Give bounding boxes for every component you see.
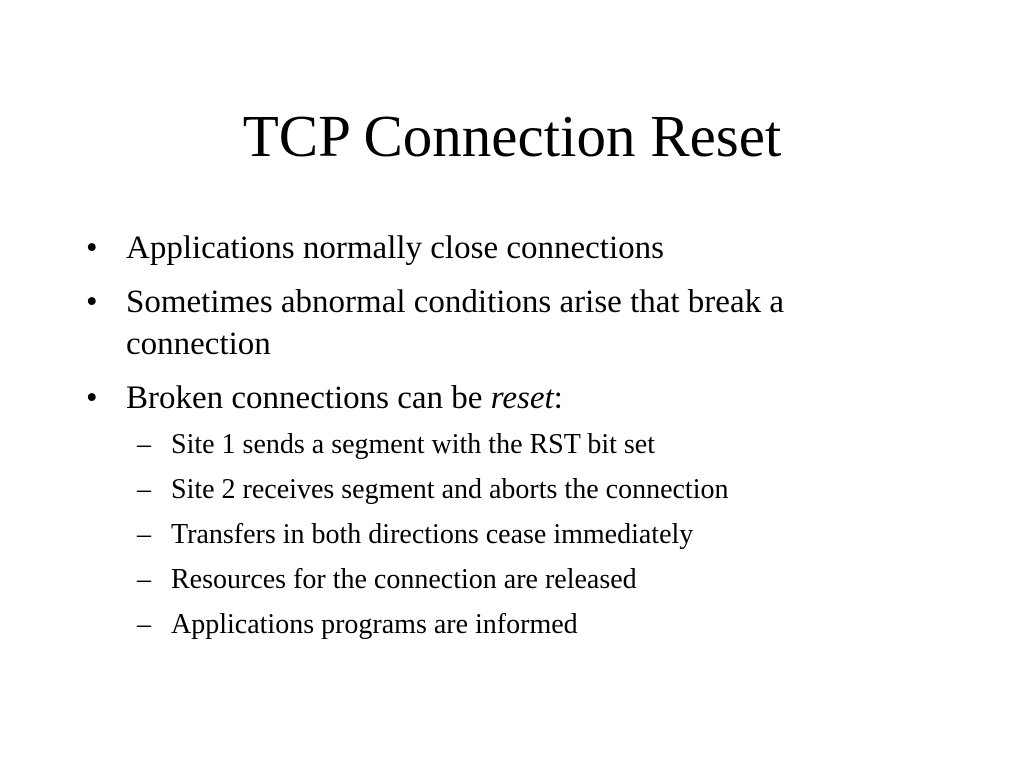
subbullet-text: Transfers in both directions cease immed… [171,519,694,550]
subbullet-marker: – [137,564,151,595]
bullet-text-continued: connection [126,326,271,362]
bullet-text: Sometimes abnormal conditions arise that… [126,284,784,320]
bullet-text-emphasis: reset [490,380,554,416]
subbullet-marker: – [137,519,151,550]
subbullet-marker: – [137,474,151,505]
subbullet-text: Resources for the connection are release… [171,564,637,595]
slide-title: TCP Connection Reset [242,103,782,169]
subbullet-text: Site 2 receives segment and aborts the c… [171,474,729,505]
subbullet-marker: – [137,429,151,460]
bullet-text-suffix: : [553,380,563,416]
bullet-text: Applications normally close connections [126,230,664,266]
subbullet-text: Site 1 sends a segment with the RST bit … [171,429,656,460]
bullet-marker: • [86,380,98,416]
bullet-marker: • [86,284,98,320]
subbullet-text: Applications programs are informed [171,609,578,640]
bullet-text-prefix: Broken connections can be [126,380,491,416]
bullet-marker: • [86,230,98,266]
subbullet-marker: – [137,609,151,640]
bullet-text: Broken connections can be reset: [126,376,563,420]
